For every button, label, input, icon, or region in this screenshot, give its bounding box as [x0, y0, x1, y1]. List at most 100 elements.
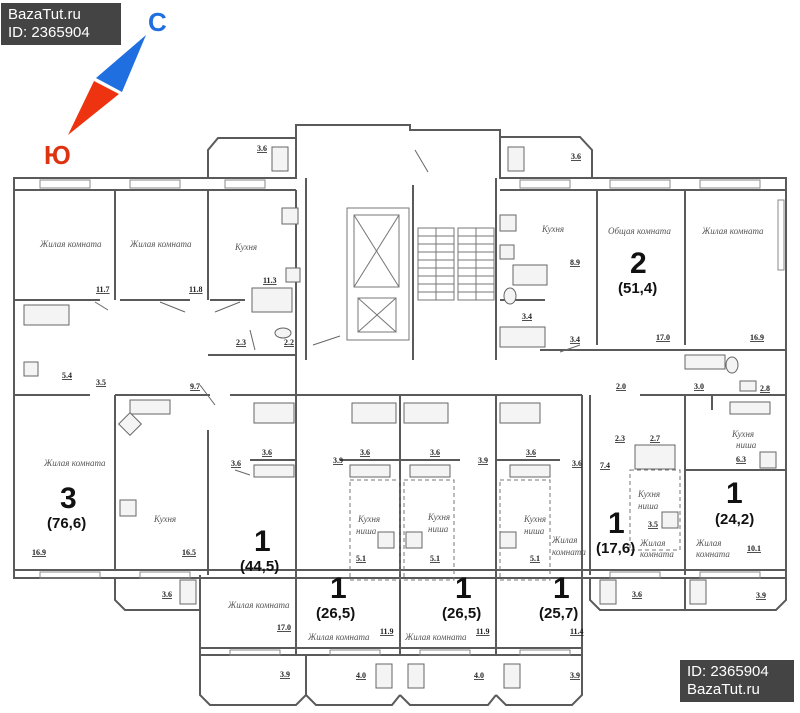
area-value: 3.4 — [570, 335, 580, 344]
compass-north-label: С — [148, 7, 167, 37]
apartment-markers: 3 (76,6) 2 (51,4) 1 (44,5) 1 (26,5) 1 (2… — [47, 247, 754, 622]
sink — [117, 411, 143, 437]
counter — [634, 444, 676, 470]
area-value: 3.5 — [648, 520, 658, 529]
room-label-niche: ниша — [638, 501, 659, 511]
room-label-living: Жилая — [695, 538, 721, 548]
apartment-rooms-count: 1 — [608, 507, 625, 540]
room-label-living: Жилая комната — [307, 632, 370, 642]
bathtub — [23, 304, 70, 326]
room-label-niche: ниша — [736, 440, 757, 450]
area-value: 4.0 — [474, 671, 484, 680]
apartment-rooms-count: 1 — [254, 525, 271, 558]
area-value: 3.5 — [96, 378, 106, 387]
area-value: 5.1 — [530, 554, 540, 563]
room-label-living: Жилая комната — [43, 458, 106, 468]
area-value: 6.3 — [736, 455, 746, 464]
area-value: 3.6 — [430, 448, 440, 457]
apartment-total-area: (51,4) — [618, 280, 657, 297]
bathtub — [499, 402, 541, 424]
area-value: 16.9 — [750, 333, 764, 342]
area-value: 9.7 — [190, 382, 200, 391]
apartment-rooms-count: 1 — [330, 572, 347, 605]
room-label-living: Жилая комната — [39, 239, 102, 249]
area-value: 11.9 — [476, 627, 490, 636]
ac-unit — [507, 146, 525, 172]
room-label-kitchen: Кухня — [153, 514, 176, 524]
area-value: 3.6 — [526, 448, 536, 457]
room-labels: Жилая комната Жилая комната Кухня Кухня … — [39, 224, 764, 642]
stove — [281, 207, 299, 225]
area-value: 3.9 — [756, 591, 766, 600]
toilet — [725, 356, 739, 374]
apartment-rooms-count: 2 — [630, 247, 647, 280]
room-label-niche: Кухня — [357, 514, 380, 524]
area-value: 17.0 — [656, 333, 670, 342]
area-value: 3.6 — [572, 459, 582, 468]
room-label-niche: ниша — [524, 526, 545, 536]
watermark-site: BazaTut.ru — [687, 681, 760, 698]
area-value: 3.4 — [522, 312, 532, 321]
room-label-living: комната — [696, 549, 730, 559]
area-value: 4.0 — [356, 671, 366, 680]
watermark-top-left: BazaTut.ru ID: 2365904 — [1, 3, 121, 45]
area-value: 8.9 — [570, 258, 580, 267]
ac-unit — [179, 579, 197, 605]
counter — [251, 287, 293, 313]
apartment-total-area: (24,2) — [715, 511, 754, 528]
room-label-kitchen: Кухня — [541, 224, 564, 234]
area-value: 5.4 — [62, 371, 72, 380]
area-value: 2.0 — [616, 382, 626, 391]
ac-unit — [375, 663, 393, 689]
building-walls — [13, 124, 787, 706]
area-value: 2.7 — [650, 434, 660, 443]
area-value: 7.4 — [600, 461, 610, 470]
stove — [499, 214, 517, 232]
area-value: 2.3 — [615, 434, 625, 443]
counter — [729, 401, 771, 415]
area-figures: 11.7 11.8 11.3 2.3 2.2 5.4 3.5 9.7 3.6 3… — [32, 144, 770, 680]
counter — [409, 464, 451, 478]
fixtures — [23, 146, 777, 689]
stove — [661, 511, 679, 529]
counter — [129, 399, 171, 415]
watermark-site: BazaTut.ru — [8, 6, 81, 23]
counter — [512, 264, 548, 286]
compass-south-label: Ю — [44, 140, 71, 170]
area-value: 5.1 — [430, 554, 440, 563]
ac-unit — [689, 579, 707, 605]
apartment-rooms-count: 1 — [553, 572, 570, 605]
apartment-total-area: (25,7) — [539, 605, 578, 622]
room-label-niche: ниша — [428, 524, 449, 534]
area-value: 3.9 — [570, 671, 580, 680]
room-label-niche: Кухня — [427, 512, 450, 522]
room-label-niche: Кухня — [731, 429, 754, 439]
area-value: 16.9 — [32, 548, 46, 557]
doors — [94, 149, 581, 476]
area-value: 3.6 — [571, 152, 581, 161]
counter — [253, 464, 295, 478]
area-value: 3.6 — [360, 448, 370, 457]
compass: С Ю — [44, 7, 167, 170]
area-value: 3.9 — [333, 456, 343, 465]
area-value: 11.3 — [263, 276, 277, 285]
area-value: 2.3 — [236, 338, 246, 347]
apartment-rooms-count: 1 — [726, 477, 743, 510]
room-label-living: Жилая — [551, 535, 577, 545]
sink — [739, 380, 757, 392]
toilet — [274, 327, 292, 339]
ac-unit — [271, 146, 289, 172]
sink — [23, 361, 39, 377]
counter — [509, 464, 551, 478]
apartment-rooms-count: 3 — [60, 482, 77, 515]
room-label-kitchen: Кухня — [234, 242, 257, 252]
room-label-living: Жилая — [639, 538, 665, 548]
counter — [684, 354, 726, 370]
room-label-living: Жилая комната — [701, 226, 764, 236]
apartment-total-area: (17,6) — [596, 540, 635, 557]
room-label-living: комната — [640, 549, 674, 559]
room-label-living: Жилая комната — [129, 239, 192, 249]
bathtub — [253, 402, 295, 424]
room-label-niche: Кухня — [637, 489, 660, 499]
area-value: 3.9 — [280, 670, 290, 679]
